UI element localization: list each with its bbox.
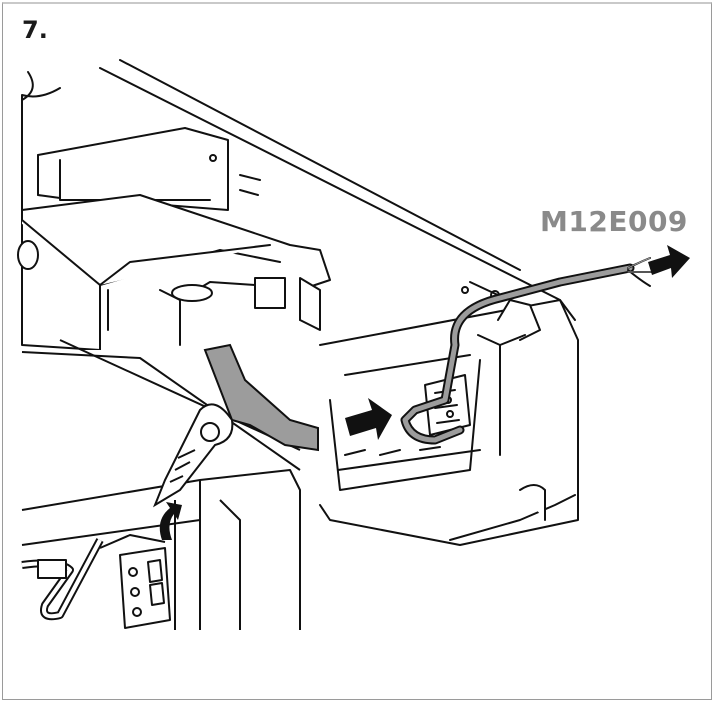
motor-housing [17, 127, 331, 351]
part-code-label: M12E009 [540, 205, 688, 238]
arrow-right-icon [345, 398, 392, 440]
zoom-inset [21, 339, 319, 630]
step-number: 7. [22, 16, 48, 44]
pliers-icon [152, 343, 319, 508]
arrow-right-icon [648, 245, 690, 278]
curved-arrow-icon [159, 502, 182, 540]
